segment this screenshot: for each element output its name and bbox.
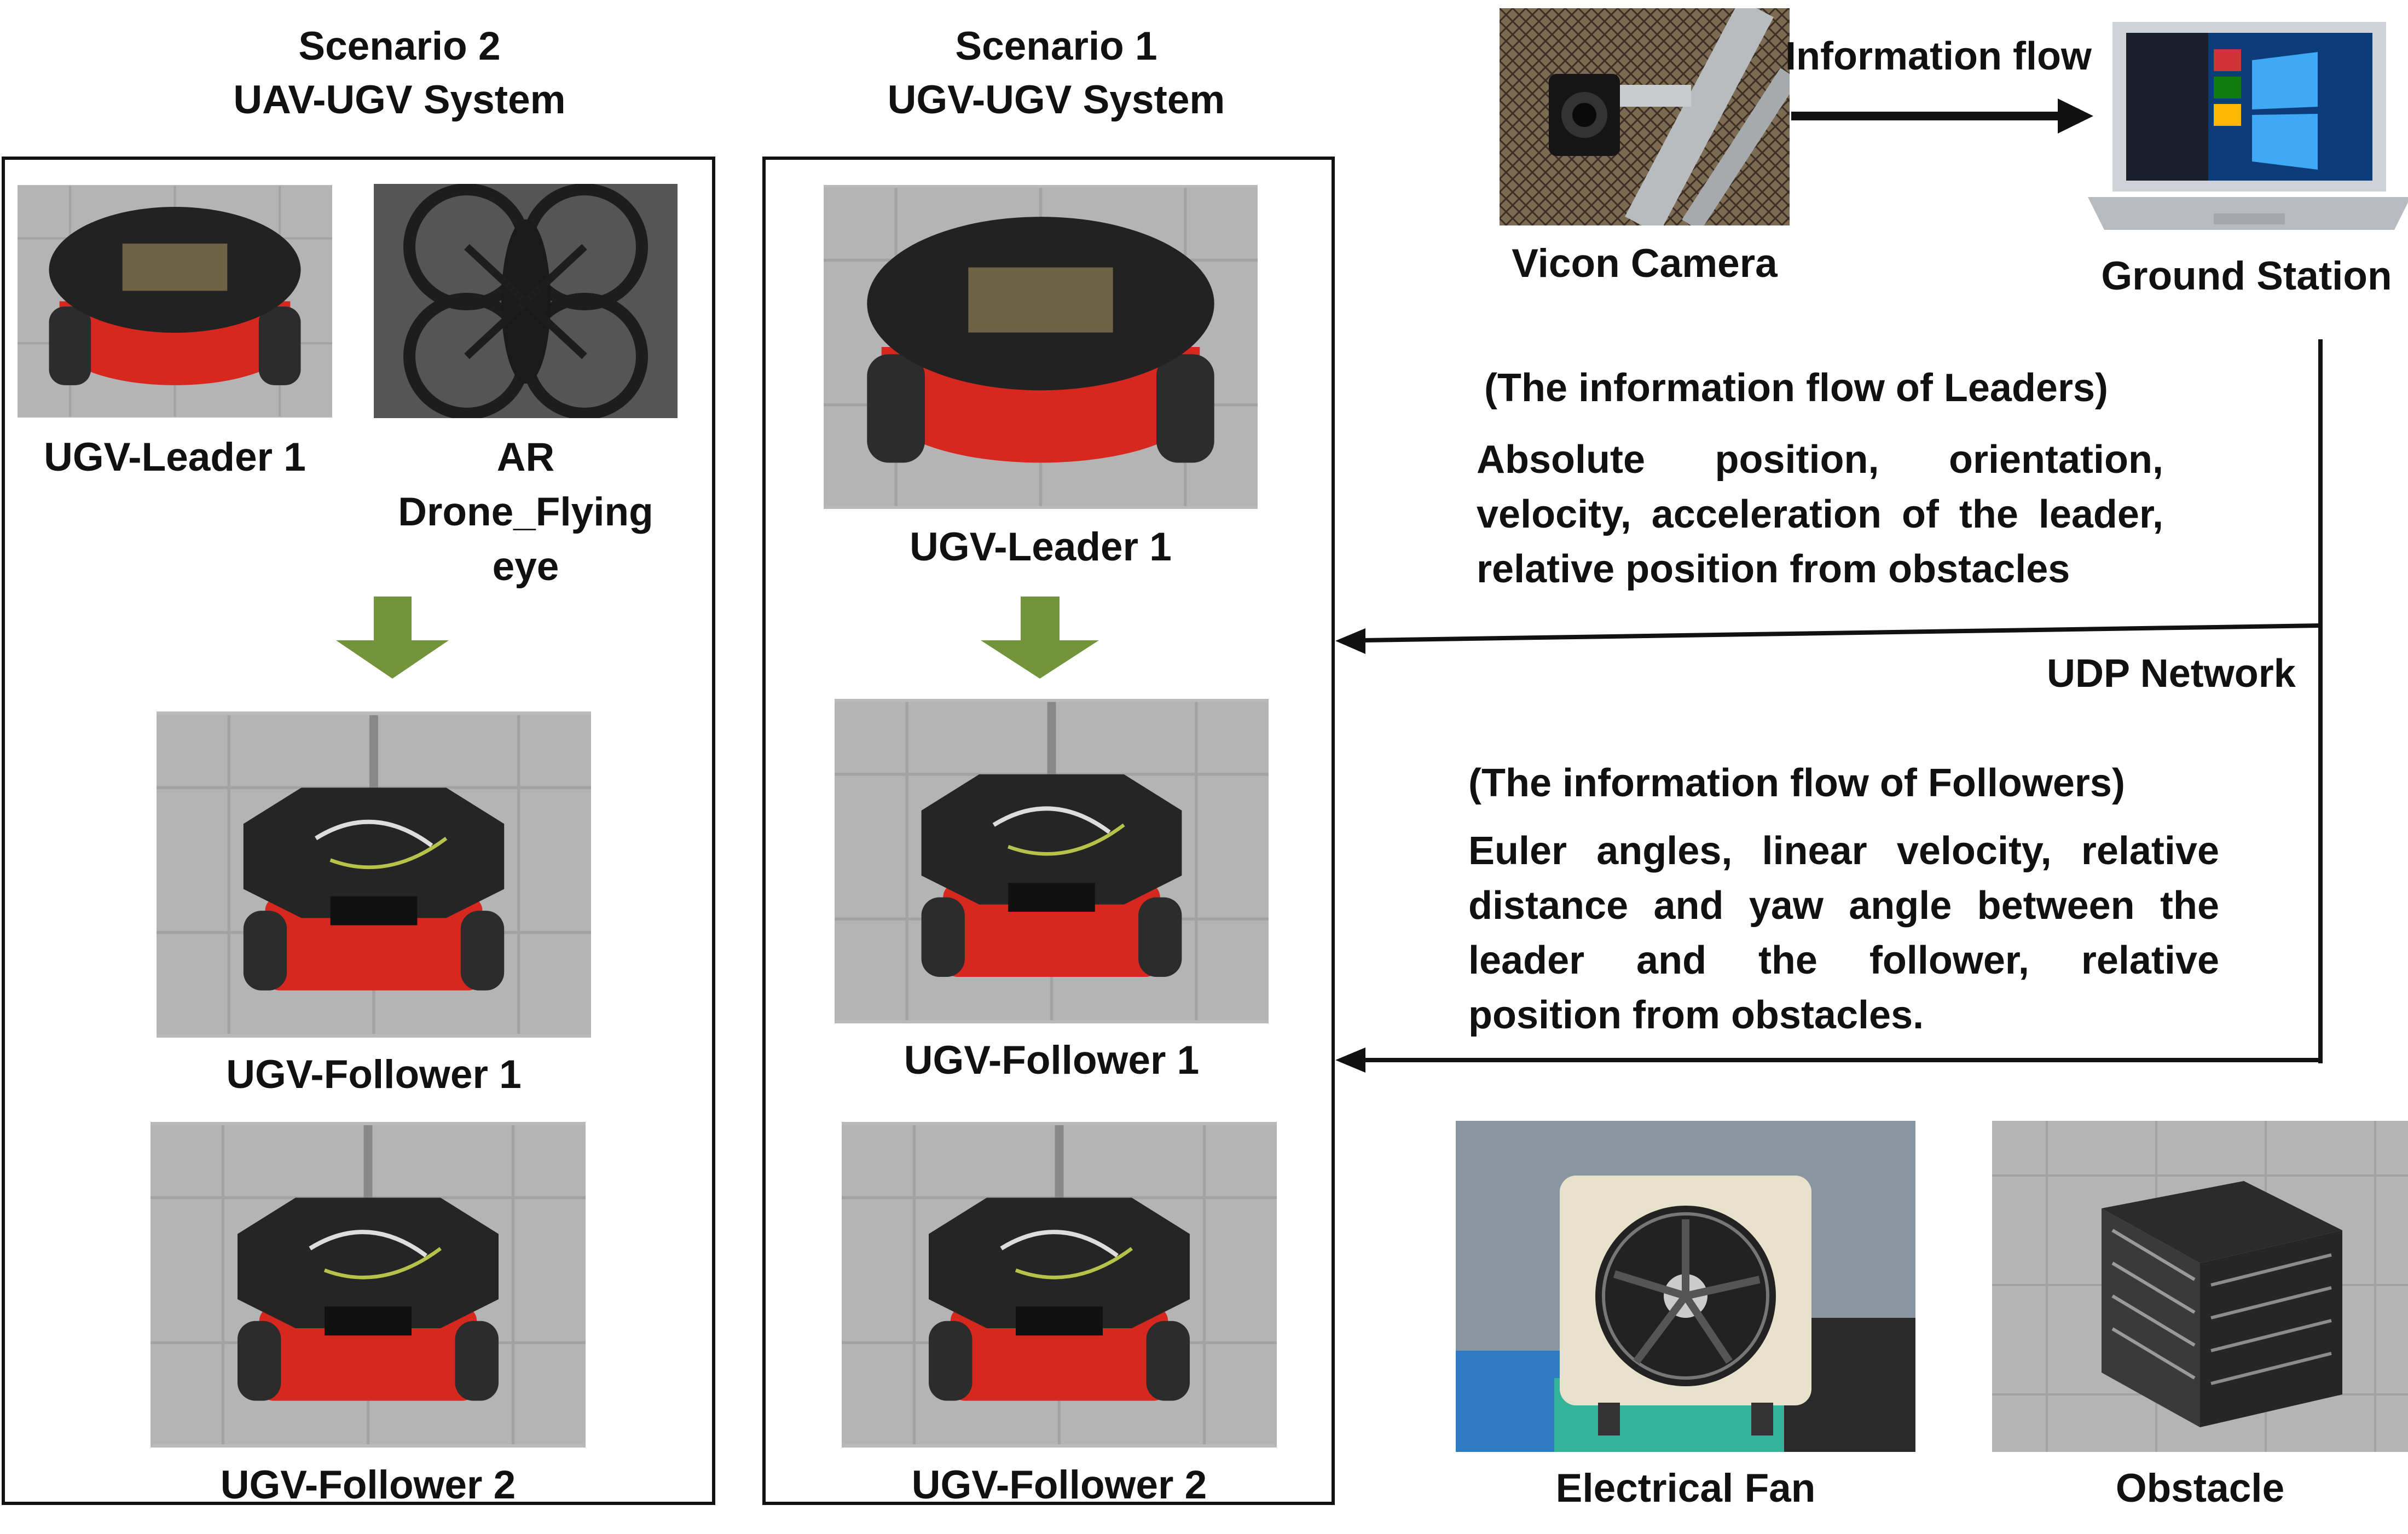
scenario1-down-arrow-icon bbox=[981, 597, 1099, 679]
electrical-fan-photo bbox=[1456, 1121, 1915, 1452]
leaders-flow-arrow-line bbox=[1362, 623, 2321, 642]
scenario1-title-line2: UGV-UGV System bbox=[887, 78, 1225, 122]
ar-drone-caption-line2: Drone_Flying bbox=[398, 490, 653, 534]
scenario1-title-line1: Scenario 1 bbox=[955, 24, 1157, 68]
scenario1-follower1-photo bbox=[835, 699, 1269, 1023]
scenario1-follower2-photo bbox=[842, 1122, 1277, 1448]
udp-network-label: UDP Network bbox=[2047, 652, 2296, 696]
scenario2-title: Scenario 2 UAV-UGV System bbox=[181, 20, 618, 127]
followers-flow-line-3: leader and the follower, relative bbox=[1468, 939, 2219, 982]
leaders-flow-line-1: Absolute position, orientation, bbox=[1477, 438, 2163, 482]
followers-flow-text: Euler angles, linear velocity, relative … bbox=[1468, 824, 2219, 1043]
scenario2-box bbox=[2, 157, 715, 1505]
scenario2-follower2-caption: UGV-Follower 2 bbox=[220, 1463, 516, 1507]
scenario1-title: Scenario 1 UGV-UGV System bbox=[837, 20, 1275, 127]
scenario1-follower1-caption: UGV-Follower 1 bbox=[904, 1038, 1200, 1083]
scenario2-leader-caption: UGV-Leader 1 bbox=[44, 435, 306, 479]
leaders-flow-line-2: velocity, acceleration of the leader, bbox=[1477, 493, 2163, 536]
vicon-camera-photo bbox=[1500, 8, 1790, 225]
ground-station-caption: Ground Station bbox=[2101, 254, 2392, 298]
ar-drone-caption-line1: AR bbox=[496, 435, 555, 479]
scenario1-leader-caption: UGV-Leader 1 bbox=[910, 525, 1172, 569]
scenario2-title-line2: UAV-UGV System bbox=[233, 78, 566, 122]
leaders-flow-text: Absolute position, orientation, velocity… bbox=[1477, 432, 2163, 597]
leaders-flow-arrowhead-icon bbox=[1335, 628, 1365, 654]
information-flow-arrowhead-icon bbox=[2058, 99, 2093, 134]
obstacle-caption: Obstacle bbox=[2115, 1466, 2285, 1510]
scenario2-down-arrow-icon bbox=[336, 597, 449, 679]
obstacle-photo bbox=[1992, 1121, 2408, 1452]
vicon-camera-caption: Vicon Camera bbox=[1512, 241, 1778, 286]
ar-drone-photo bbox=[374, 184, 678, 418]
scenario2-follower1-photo bbox=[157, 711, 591, 1038]
ar-drone-caption: AR Drone_Flying eye bbox=[374, 430, 678, 594]
information-flow-label: Information flow bbox=[1785, 34, 2092, 78]
ar-drone-caption-line3: eye bbox=[492, 545, 559, 589]
electrical-fan-caption: Electrical Fan bbox=[1555, 1466, 1816, 1510]
scenario1-follower2-caption: UGV-Follower 2 bbox=[911, 1463, 1207, 1507]
leaders-flow-line-3: relative position from obstacles bbox=[1477, 547, 2070, 591]
followers-flow-heading: (The information flow of Followers) bbox=[1468, 761, 2125, 805]
followers-flow-arrowhead-icon bbox=[1335, 1047, 1365, 1073]
followers-flow-line-1: Euler angles, linear velocity, relative bbox=[1468, 829, 2219, 873]
scenario2-follower2-photo bbox=[150, 1122, 586, 1448]
ground-station-laptop bbox=[2088, 16, 2408, 235]
scenario2-title-line1: Scenario 2 bbox=[298, 24, 501, 68]
scenario1-box bbox=[762, 157, 1335, 1505]
scenario1-leader-photo bbox=[824, 185, 1258, 509]
followers-flow-line-2: distance and yaw angle between the bbox=[1468, 884, 2219, 928]
scenario2-leader-photo bbox=[18, 185, 332, 418]
followers-flow-line-4: position from obstacles. bbox=[1468, 993, 1924, 1037]
scenario2-follower1-caption: UGV-Follower 1 bbox=[226, 1052, 522, 1097]
leaders-flow-heading: (The information flow of Leaders) bbox=[1484, 366, 2109, 410]
